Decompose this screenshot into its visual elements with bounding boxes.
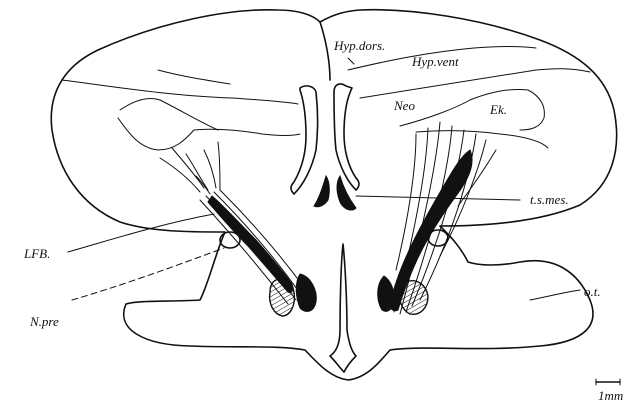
leader-n-pre — [72, 248, 224, 300]
leader-lfb — [68, 214, 214, 252]
label-hyp-vent: Hyp.vent — [411, 54, 459, 69]
left-hatched-nucleus — [270, 279, 295, 317]
right-black-nucleus — [378, 276, 394, 311]
left-inner-loop — [118, 118, 300, 150]
midline-ventricle — [330, 244, 356, 372]
left-lateral-line — [158, 70, 230, 84]
label-scale: 1mm — [598, 388, 623, 403]
label-n-pre: N.pre — [29, 314, 59, 329]
leader-ot — [530, 290, 580, 300]
left-hyp-boundary — [62, 80, 298, 104]
hyp-vent-boundary — [360, 69, 590, 98]
neo-ek-boundary — [400, 89, 544, 130]
leader-hyp-dors — [348, 58, 354, 64]
label-ot: o.t. — [584, 284, 601, 299]
label-neo: Neo — [393, 98, 415, 113]
label-lfb: LFB. — [23, 246, 50, 261]
left-black-nucleus — [296, 274, 316, 311]
label-ek: Ek. — [489, 102, 507, 117]
left-ventricle — [291, 86, 318, 194]
dorsal-notch — [320, 22, 330, 80]
left-inner-curve — [120, 98, 218, 130]
ek-lower-curve — [416, 131, 548, 148]
label-hyp-dors: Hyp.dors. — [333, 38, 385, 53]
label-ts-mes: t.s.mes. — [530, 192, 569, 207]
right-ventricle — [334, 84, 359, 190]
left-ventricle-black-tip — [314, 176, 329, 207]
right-ventricle-black-tip — [337, 176, 356, 210]
right-hatched-nucleus — [399, 281, 428, 315]
left-small-nucleus — [220, 232, 240, 248]
